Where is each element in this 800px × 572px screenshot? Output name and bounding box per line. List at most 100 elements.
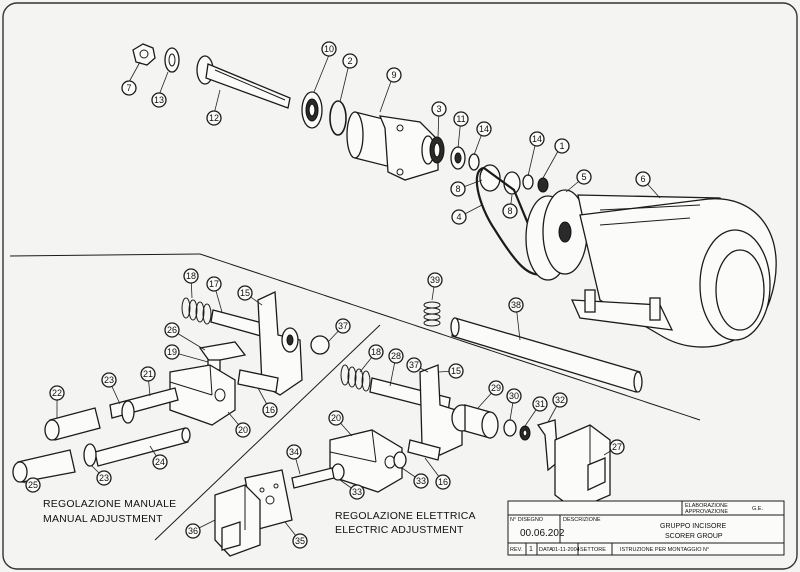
callout-37b: 37: [406, 357, 422, 373]
part-23-collar-2: [83, 443, 97, 467]
section-dividers: [9, 253, 701, 541]
tb-approvazione-label: APPROVAZIONE: [685, 509, 728, 515]
svg-text:34: 34: [289, 447, 299, 457]
callout-16: 16: [262, 402, 278, 418]
upper-assembly: [132, 43, 777, 393]
callout-33b: 33: [349, 484, 365, 500]
svg-text:16: 16: [438, 477, 448, 487]
callout-29: 29: [488, 380, 504, 396]
part-29-coupling: [451, 404, 499, 439]
callout-24: 24: [152, 454, 168, 470]
svg-text:15: 15: [451, 366, 461, 376]
tb-disegno-label: N° DISEGNO: [510, 517, 544, 523]
svg-text:7: 7: [126, 83, 131, 93]
callout-5: 5: [576, 169, 592, 185]
part-36-motor: [214, 484, 261, 557]
callout-36: 36: [185, 523, 201, 539]
svg-text:24: 24: [155, 457, 165, 467]
manual-adjustment-assembly: [12, 291, 330, 483]
callout-17: 17: [206, 276, 222, 292]
part-16-plate: [237, 369, 279, 393]
callout-10: 10: [321, 41, 337, 57]
part-24-rod: [94, 427, 189, 467]
svg-text:17: 17: [209, 279, 219, 289]
svg-text:20: 20: [331, 413, 341, 423]
svg-text:23: 23: [104, 375, 114, 385]
svg-text:32: 32: [555, 395, 565, 405]
svg-text:14: 14: [532, 134, 542, 144]
svg-text:35: 35: [295, 536, 305, 546]
callout-19: 19: [164, 344, 180, 360]
svg-text:29: 29: [491, 383, 501, 393]
callout-35: 35: [292, 533, 308, 549]
part-38-rod: [450, 317, 643, 393]
callout-21: 21: [140, 366, 156, 382]
callout-20: 20: [235, 422, 251, 438]
svg-text:23: 23: [99, 473, 109, 483]
svg-text:33: 33: [352, 487, 362, 497]
svg-text:2: 2: [347, 56, 352, 66]
part-8-pulley: [479, 164, 501, 192]
callout-16b: 16: [435, 474, 451, 490]
svg-text:3: 3: [436, 104, 441, 114]
svg-text:28: 28: [391, 351, 401, 361]
electric-adjustment-assembly: [214, 364, 611, 557]
tb-elaborazione-label: ELABORAZIONE: [685, 503, 728, 509]
tb-disegno-value: 00.06.202: [520, 528, 565, 539]
part-34-shaft: [291, 467, 335, 489]
part-32-bracket: [536, 419, 559, 472]
svg-text:36: 36: [188, 526, 198, 536]
svg-text:39: 39: [430, 275, 440, 285]
callout-28: 28: [388, 348, 404, 364]
svg-text:14: 14: [479, 124, 489, 134]
callout-9: 9: [386, 67, 402, 83]
callout-39: 39: [427, 272, 443, 288]
caption-electric-en: ELECTRIC ADJUSTMENT: [335, 524, 464, 536]
svg-text:8: 8: [455, 184, 460, 194]
callout-31: 31: [532, 396, 548, 412]
svg-text:21: 21: [143, 369, 153, 379]
part-26-bracket: [198, 341, 247, 363]
svg-text:12: 12: [209, 113, 219, 123]
svg-text:1: 1: [559, 141, 564, 151]
part-30-bushing: [503, 419, 517, 437]
caption-manual-it: REGOLAZIONE MANUALE: [43, 498, 176, 510]
callout-38: 38: [508, 297, 524, 313]
title-block: ELABORAZIONE APPROVAZIONE G.E. N° DISEGN…: [507, 500, 785, 556]
svg-text:19: 19: [167, 347, 177, 357]
part-33b-washer: [393, 451, 407, 469]
caption-electric-it: REGOLAZIONE ELETTRICA: [335, 510, 476, 522]
part-25-knob: [12, 449, 76, 483]
callout-20b: 20: [328, 410, 344, 426]
part-12-shaft: [196, 55, 291, 109]
callout-27: 27: [609, 439, 625, 455]
callout-13: 13: [151, 92, 167, 108]
svg-text:27: 27: [612, 442, 622, 452]
callout-25: 25: [25, 477, 41, 493]
svg-text:30: 30: [509, 391, 519, 401]
callout-23b: 23: [96, 470, 112, 486]
callout-6: 6: [635, 171, 651, 187]
svg-text:37: 37: [338, 321, 348, 331]
part-20-block: [169, 364, 236, 426]
callout-11: 11: [453, 111, 469, 127]
svg-text:31: 31: [535, 399, 545, 409]
svg-text:20: 20: [238, 425, 248, 435]
callout-14: 14: [476, 121, 492, 137]
callout-30: 30: [506, 388, 522, 404]
part-9-bearing-housing: [346, 111, 439, 181]
svg-text:37: 37: [409, 360, 419, 370]
svg-text:6: 6: [640, 174, 645, 184]
part-18-spring: [181, 297, 212, 325]
callout-1: 1: [554, 138, 570, 154]
callout-32: 32: [552, 392, 568, 408]
part-5-motor-pulley: [525, 189, 588, 281]
part-8-pulley-2: [503, 171, 521, 195]
part-14-washer: [468, 153, 480, 171]
tb-istruzione-label: ISTRUZIONE PER MONTAGGIO N°: [620, 547, 709, 553]
callout-18: 18: [183, 268, 199, 284]
part-callouts: 7 13 12 10 2 9 3 11 14 14 1 8 8 4 5 6 18…: [21, 41, 661, 549]
svg-text:11: 11: [456, 114, 465, 124]
